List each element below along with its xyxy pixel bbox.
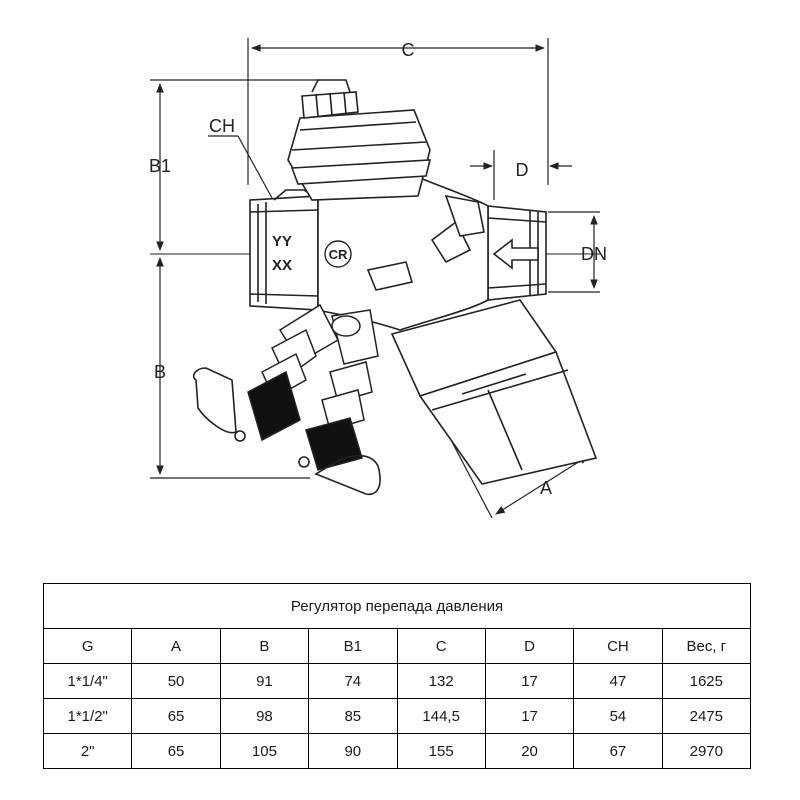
header-weight: Вес, г — [661, 628, 752, 664]
table-row: 2" 65 105 90 155 20 67 2970 — [42, 733, 752, 769]
cell-b: 98 — [219, 698, 310, 734]
dimension-dn-label: DN — [581, 244, 607, 264]
cell-weight: 2475 — [661, 698, 752, 734]
dimension-c-label: C — [402, 40, 415, 60]
dimension-d-label: D — [516, 160, 529, 180]
dimension-b — [150, 257, 310, 479]
table-row: 1*1/4" 50 91 74 132 17 47 1625 — [42, 663, 752, 699]
cell-weight: 1625 — [661, 663, 752, 699]
cell-g: 1*1/2" — [42, 698, 133, 734]
cell-d: 17 — [484, 663, 575, 699]
test-point-right — [305, 309, 379, 471]
cell-g: 1*1/4" — [42, 663, 133, 699]
header-g: G — [42, 628, 133, 664]
dimension-d — [470, 150, 572, 200]
cell-b1: 74 — [308, 663, 398, 699]
table-title: Регулятор перепада давления — [43, 583, 751, 629]
header-a: A — [131, 628, 221, 664]
header-b: B — [219, 628, 310, 664]
cell-ch: 54 — [573, 698, 663, 734]
cell-ch: 47 — [573, 663, 663, 699]
header-c: C — [396, 628, 486, 664]
dimension-b1 — [150, 79, 320, 251]
dimension-ch-label: CH — [209, 116, 235, 136]
header-b1: B1 — [308, 628, 398, 664]
cell-b1: 85 — [308, 698, 398, 734]
dimension-dn — [548, 211, 600, 293]
cell-a: 65 — [131, 733, 221, 769]
dimension-ch — [208, 135, 273, 199]
cell-b: 91 — [219, 663, 310, 699]
body-mark-yy: YY — [272, 233, 292, 250]
valve-technical-drawing: C B1 B D DN A CH — [149, 38, 607, 519]
cell-ch: 67 — [573, 733, 663, 769]
cell-d: 17 — [484, 698, 575, 734]
cell-c: 155 — [396, 733, 486, 769]
dimension-b1-label: B1 — [149, 156, 171, 176]
body-logo-text: CR — [329, 247, 348, 262]
dimension-a-label: A — [540, 478, 552, 498]
body-logo: CR — [324, 240, 352, 268]
cell-b1: 90 — [308, 733, 398, 769]
body-mark-xx: XX — [272, 257, 292, 274]
flow-direction-arrow — [492, 238, 539, 270]
spec-table: Регулятор перепада давления G A B B1 C D… — [42, 583, 752, 769]
cell-g: 2" — [42, 733, 133, 769]
cell-c: 132 — [396, 663, 486, 699]
cell-b: 105 — [219, 733, 310, 769]
test-point-cap-handle-left — [192, 367, 246, 442]
table-row: 1*1/2" 65 98 85 144,5 17 54 2475 — [42, 698, 752, 734]
test-point-cap-handle-right — [298, 454, 381, 496]
header-ch: CH — [573, 628, 663, 664]
cell-weight: 2970 — [661, 733, 752, 769]
test-point-left — [247, 303, 339, 442]
dimension-b-label: B — [154, 362, 166, 382]
cell-c: 144,5 — [396, 698, 486, 734]
table-header-row: G A B B1 C D CH Вес, г — [42, 628, 752, 664]
header-d: D — [484, 628, 575, 664]
cell-a: 50 — [131, 663, 221, 699]
cell-a: 65 — [131, 698, 221, 734]
cell-d: 20 — [484, 733, 575, 769]
valve-body — [249, 79, 598, 485]
dimension-c — [247, 38, 549, 185]
